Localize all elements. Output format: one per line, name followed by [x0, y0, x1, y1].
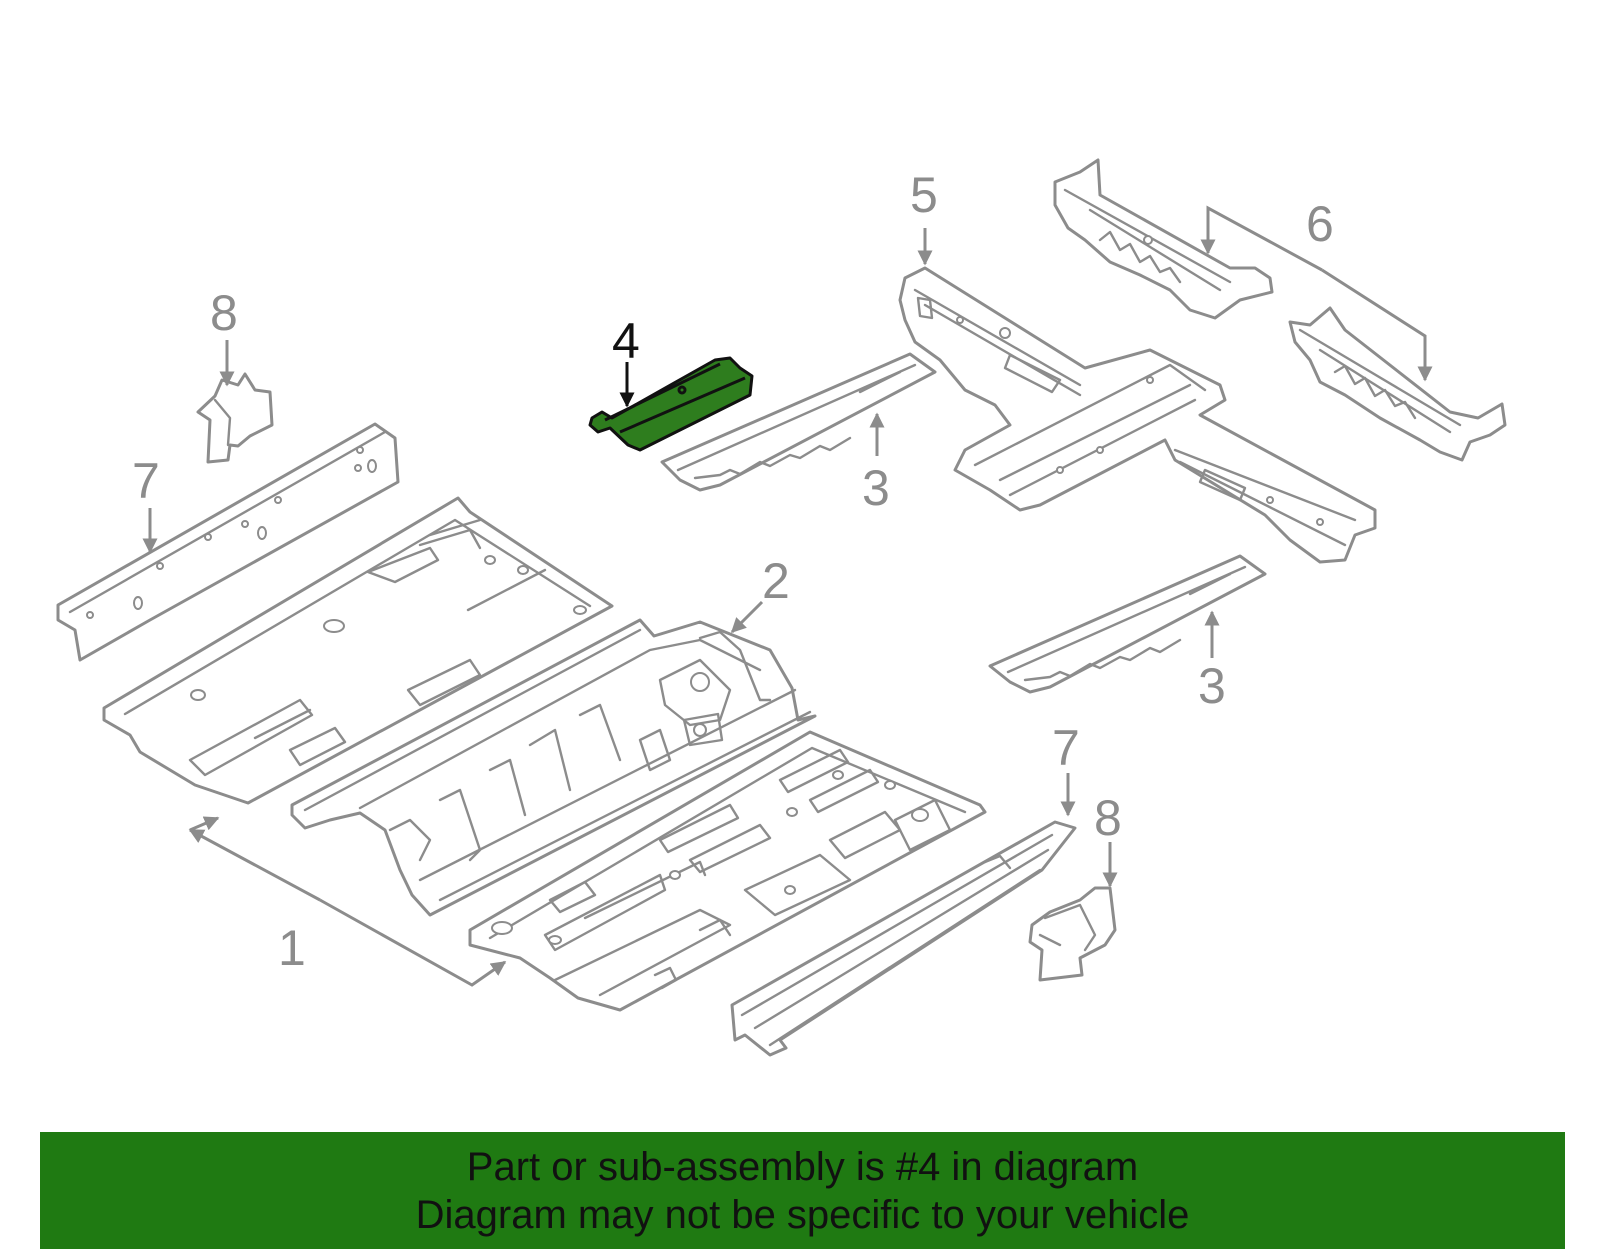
leader-lines — [142, 205, 1433, 987]
part-2-floor-tunnel[interactable] — [290, 618, 817, 917]
info-banner: Part or sub-assembly is #4 in diagram Di… — [40, 1132, 1565, 1249]
part-6-lower-rear-rail[interactable] — [1288, 306, 1507, 462]
banner-line-1: Part or sub-assembly is #4 in diagram — [466, 1144, 1139, 1189]
part-1-left-floor-pan[interactable] — [102, 496, 614, 805]
callout-6[interactable]: 6 — [1306, 196, 1334, 252]
part-5-rear-crossmember[interactable] — [898, 266, 1377, 564]
part-8-right-bracket[interactable] — [1028, 886, 1117, 982]
callout-4[interactable]: 4 — [612, 313, 640, 369]
callout-8-right[interactable]: 8 — [1094, 790, 1122, 846]
part-3-upper-crossmember[interactable] — [660, 352, 937, 492]
part-7-right-sill[interactable] — [730, 820, 1077, 1057]
callout-labels: 1 2 3 3 4 5 6 7 7 8 8 — [132, 167, 1334, 976]
callout-7-right[interactable]: 7 — [1052, 720, 1080, 776]
callout-3-upper[interactable]: 3 — [862, 460, 890, 516]
callout-7-left[interactable]: 7 — [132, 453, 160, 509]
callout-1[interactable]: 1 — [278, 920, 306, 976]
callout-8-left[interactable]: 8 — [210, 285, 238, 341]
part-7-left-crossmember[interactable] — [56, 422, 400, 662]
part-3-lower-crossmember[interactable] — [988, 554, 1267, 694]
callout-3-lower[interactable]: 3 — [1198, 658, 1226, 714]
part-8-left-bracket[interactable] — [196, 372, 274, 464]
part-6-upper-rear-rail[interactable] — [1053, 158, 1274, 320]
part-1-right-floor-pan[interactable] — [468, 730, 987, 1012]
part-4-highlighted-reinforcement[interactable] — [588, 356, 754, 452]
callout-5[interactable]: 5 — [910, 167, 938, 223]
banner-line-2: Diagram may not be specific to your vehi… — [415, 1192, 1190, 1237]
callout-2[interactable]: 2 — [762, 553, 790, 609]
